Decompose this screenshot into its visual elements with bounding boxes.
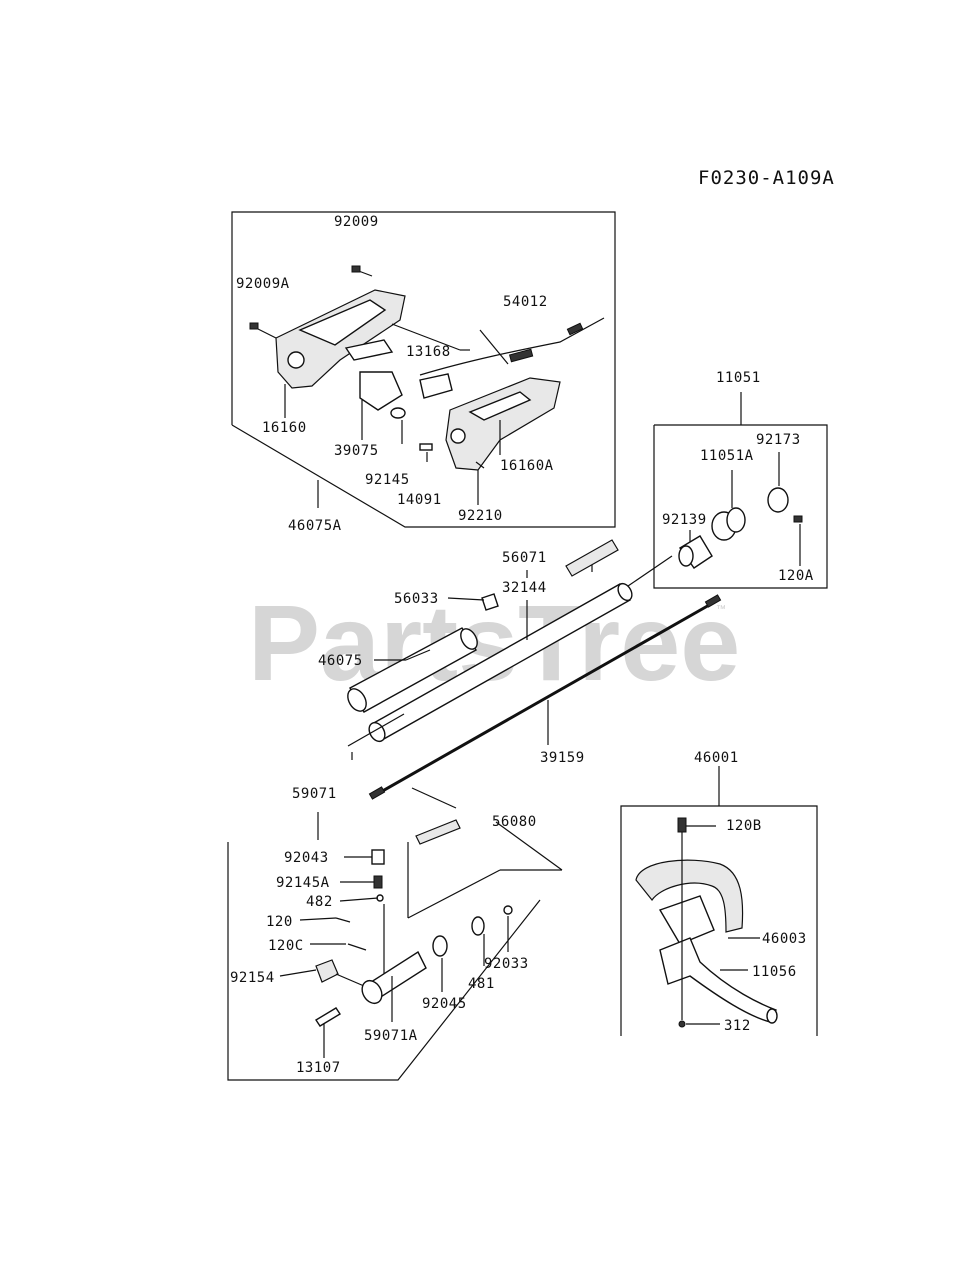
pin-13107[interactable] <box>315 1007 341 1027</box>
snap-ring-481[interactable] <box>471 916 485 936</box>
label-92145[interactable]: 92145 <box>365 472 410 488</box>
label-312[interactable]: 312 <box>724 1018 751 1034</box>
bearing-92045[interactable] <box>432 935 448 957</box>
leader-lines-upper <box>284 323 509 505</box>
loop-handle-46003[interactable] <box>635 859 744 945</box>
watermark-trademark: ™ <box>716 604 726 615</box>
label-92009[interactable]: 92009 <box>334 214 379 230</box>
label-14091[interactable]: 14091 <box>397 492 442 508</box>
label-32144[interactable]: 32144 <box>502 580 547 596</box>
leader-lines-handle <box>681 825 760 1025</box>
leader-lines-lower <box>279 856 509 1058</box>
label-92043[interactable]: 92043 <box>284 850 329 866</box>
spring-14091[interactable] <box>419 443 433 451</box>
knob-92154[interactable] <box>315 959 365 987</box>
label-120C[interactable]: 120C <box>268 938 304 954</box>
label-11051[interactable]: 11051 <box>716 370 761 386</box>
label-59071[interactable]: 59071 <box>292 786 337 802</box>
label-92009A[interactable]: 92009A <box>236 276 290 292</box>
gear-case-59071A[interactable] <box>358 950 427 1007</box>
diagram-code: F0230-A109A <box>698 167 835 189</box>
band-56033[interactable] <box>481 593 499 611</box>
handle-group-box <box>231 211 616 528</box>
drive-shaft-39159[interactable] <box>368 594 722 800</box>
nut-312[interactable] <box>678 1020 686 1028</box>
part-labels: 92009 92009A 54012 13168 16160 39075 921… <box>230 214 814 1076</box>
label-56080[interactable]: 56080 <box>492 814 537 830</box>
leader-lines-tubes <box>347 565 593 809</box>
label-11056[interactable]: 11056 <box>752 964 797 980</box>
bolt-120C[interactable] <box>347 943 367 951</box>
label-59071A[interactable]: 59071A <box>364 1028 418 1044</box>
bolt-120B[interactable] <box>677 817 687 833</box>
clamp-92173[interactable] <box>767 487 789 513</box>
label-16160A[interactable]: 16160A <box>500 458 554 474</box>
label-92139[interactable]: 92139 <box>662 512 707 528</box>
pipe-46075[interactable] <box>344 626 480 714</box>
label-92145A[interactable]: 92145A <box>276 875 330 891</box>
clamp-group-box <box>653 392 828 589</box>
label-11051A[interactable]: 11051A <box>700 448 754 464</box>
label-46075A[interactable]: 46075A <box>288 518 342 534</box>
label-39159[interactable]: 39159 <box>540 750 585 766</box>
grip-56071[interactable] <box>565 539 619 577</box>
label-92045[interactable]: 92045 <box>422 996 467 1012</box>
label-92154[interactable]: 92154 <box>230 970 275 986</box>
bushing-92139[interactable] <box>678 535 713 569</box>
spring-92145A[interactable] <box>373 875 383 889</box>
label-120A[interactable]: 120A <box>778 568 814 584</box>
label-46003[interactable]: 46003 <box>762 931 807 947</box>
bolt-92043[interactable] <box>371 849 385 865</box>
label-46001[interactable]: 46001 <box>694 750 739 766</box>
clamp-11051A[interactable] <box>711 507 746 541</box>
bolt-120[interactable] <box>335 917 351 923</box>
leader-lines-clamp <box>627 452 801 587</box>
plate-13168[interactable] <box>344 339 394 361</box>
throttle-cable-54012[interactable] <box>419 317 605 399</box>
screw-92210[interactable] <box>475 461 485 469</box>
bolt-120A[interactable] <box>793 515 803 523</box>
screw-92009[interactable] <box>351 265 373 277</box>
label-120[interactable]: 120 <box>266 914 293 930</box>
handle-bracket-11056[interactable] <box>659 937 778 1024</box>
label-482[interactable]: 482 <box>306 894 333 910</box>
label-92173[interactable]: 92173 <box>756 432 801 448</box>
gearcase-group-box <box>227 812 563 1081</box>
label-54012[interactable]: 54012 <box>503 294 548 310</box>
label-13168[interactable]: 13168 <box>406 344 451 360</box>
handle-housing-right[interactable] <box>445 377 561 471</box>
washer-92033[interactable] <box>503 905 513 915</box>
loop-handle-group-box <box>620 766 818 1036</box>
outer-pipe-32144[interactable] <box>366 581 635 744</box>
label-92033[interactable]: 92033 <box>484 956 529 972</box>
label-481[interactable]: 481 <box>468 976 495 992</box>
label-13107[interactable]: 13107 <box>296 1060 341 1076</box>
label-46075[interactable]: 46075 <box>318 653 363 669</box>
label-120B[interactable]: 120B <box>726 818 762 834</box>
label-56071[interactable]: 56071 <box>502 550 547 566</box>
handle-housing-left[interactable] <box>275 289 406 419</box>
label-92210[interactable]: 92210 <box>458 508 503 524</box>
label-16160[interactable]: 16160 <box>262 420 307 436</box>
label-56033[interactable]: 56033 <box>394 591 439 607</box>
screw-92009A[interactable] <box>249 322 277 339</box>
label-39075[interactable]: 39075 <box>334 443 379 459</box>
shaft-sleeve-56080[interactable] <box>415 819 461 845</box>
